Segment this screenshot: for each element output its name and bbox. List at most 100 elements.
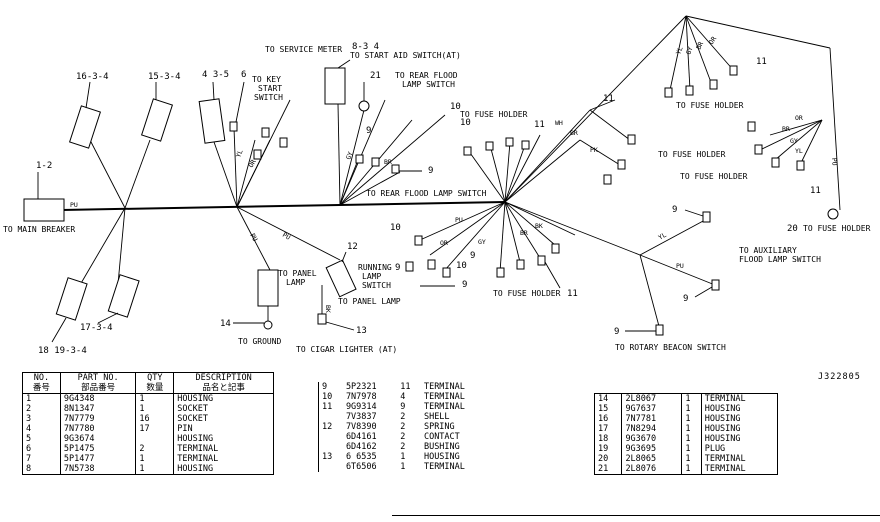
ref-9-aux-b: 9 xyxy=(683,294,688,304)
label-to-auxiliary-flood-lamp-switch: TO AUXILIARY FLOOD LAMP SWITCH xyxy=(739,246,821,264)
left-branch xyxy=(51,81,174,343)
auxiliary-branch xyxy=(504,201,720,336)
label-to-panel-lamp-2: TO PANEL LAMP xyxy=(338,297,401,306)
wire-br-mid: BR xyxy=(570,129,578,137)
wire-br-lower: BR xyxy=(520,229,528,237)
wire-or-top: OR xyxy=(707,35,718,46)
svg-text:TO REAR FLOOD: TO REAR FLOOD xyxy=(395,71,458,80)
key-switch-branch xyxy=(198,81,291,208)
svg-text:RUNNING: RUNNING xyxy=(358,263,392,272)
wire-or-right: OR xyxy=(795,114,803,122)
svg-text:LAMP SWITCH: LAMP SWITCH xyxy=(402,80,455,89)
ref-10-lower-b: 10 xyxy=(456,261,467,271)
fuse-holder-lower xyxy=(405,201,576,289)
ref-9-aux-a: 9 xyxy=(672,205,677,215)
wire-wh-mid: WH xyxy=(555,119,563,127)
ref-12: 12 xyxy=(347,242,358,252)
ref-18-19-3-4: 18 19-3-4 xyxy=(38,346,87,356)
ref-9-rear-a: 9 xyxy=(366,126,371,136)
col-description: DESCRIPTION xyxy=(173,372,274,383)
wire-yl-aux: YL xyxy=(657,231,668,242)
svg-text:TO KEY: TO KEY xyxy=(252,75,281,84)
ref-4-3-5: 4 3-5 xyxy=(202,70,229,80)
label-to-ground: TO GROUND xyxy=(238,337,282,346)
wire-gy-top: GY xyxy=(684,46,694,56)
wire-gy-rear: GY xyxy=(344,151,354,161)
fuse-holder-top-right xyxy=(664,15,841,220)
ref-9-rear-b: 9 xyxy=(428,166,433,176)
label-to-rear-flood-lamp-switch: TO REAR FLOOD LAMP SWITCH xyxy=(366,189,487,198)
svg-text:SWITCH: SWITCH xyxy=(362,281,391,290)
ref-11-lower: 11 xyxy=(567,289,578,299)
svg-text:TO AUXILIARY: TO AUXILIARY xyxy=(739,246,797,255)
ref-9-lower-b: 9 xyxy=(462,280,467,290)
wire-pu-main: PU xyxy=(70,201,78,209)
ref-10-lower-a: 10 xyxy=(390,223,401,233)
wire-yl-key: YL xyxy=(234,149,244,159)
ref-6: 6 xyxy=(241,70,246,80)
wire-bk-lower: BK xyxy=(535,222,543,230)
ref-15-3-4: 15-3-4 xyxy=(148,72,181,82)
col-qty: QTY xyxy=(135,372,175,383)
rear-flood-branch xyxy=(324,59,446,206)
ref-20: 20 xyxy=(787,224,798,234)
wire-yl-top: YL xyxy=(674,46,684,56)
fuse-holder-upper xyxy=(463,134,541,203)
wire-or-lower: OR xyxy=(440,239,448,247)
wire-pu-aux: PU xyxy=(676,262,684,270)
wire-br-right: BR xyxy=(782,125,790,133)
panel-lamp-branch xyxy=(233,206,357,331)
svg-text:TO PANEL: TO PANEL xyxy=(278,269,317,278)
parts-table-left: NO. PART NO. QTY DESCRIPTION 番号 部品番号 数量 … xyxy=(22,372,274,475)
col-description-jp: 品名と記事 xyxy=(173,383,274,394)
ref-9-lower-c: 9 xyxy=(470,251,475,261)
wire-br-rear: BR xyxy=(384,158,392,166)
drawing-number: J322805 xyxy=(818,372,861,382)
ref-11-mid: 11 xyxy=(603,94,614,104)
svg-text:SWITCH: SWITCH xyxy=(254,93,283,102)
col-no-jp: 番号 xyxy=(22,383,61,394)
wire-br-top: BR xyxy=(695,40,706,51)
ref-11-top-right: 11 xyxy=(756,57,767,67)
label-to-fuse-holder-right-b: TO FUSE HOLDER xyxy=(680,172,748,181)
ref-16-3-4: 16-3-4 xyxy=(76,72,109,82)
ref-17-3-4: 17-3-4 xyxy=(80,323,113,333)
label-to-panel-lamp: TO PANEL LAMP xyxy=(278,269,317,287)
label-to-rear-flood-lamp-switch-top: TO REAR FLOOD LAMP SWITCH xyxy=(395,71,458,89)
wire-pu-lower: PU xyxy=(455,216,463,224)
col-no: NO. xyxy=(22,372,61,383)
ref-13: 13 xyxy=(356,326,367,336)
ref-9-lower-a: 9 xyxy=(395,263,400,273)
ref-21: 21 xyxy=(370,71,381,81)
col-qty-jp: 数量 xyxy=(135,383,175,394)
ref-14: 14 xyxy=(220,319,231,329)
ref-10-rear: 10 xyxy=(450,102,461,112)
svg-text:LAMP: LAMP xyxy=(286,278,305,287)
main-harness-trunk xyxy=(61,15,687,211)
ref-9-beacon: 9 xyxy=(614,327,619,337)
wire-pu-panel: PU xyxy=(248,232,259,243)
bottom-rule xyxy=(392,515,880,516)
wire-pk-mid: PK xyxy=(590,146,598,154)
